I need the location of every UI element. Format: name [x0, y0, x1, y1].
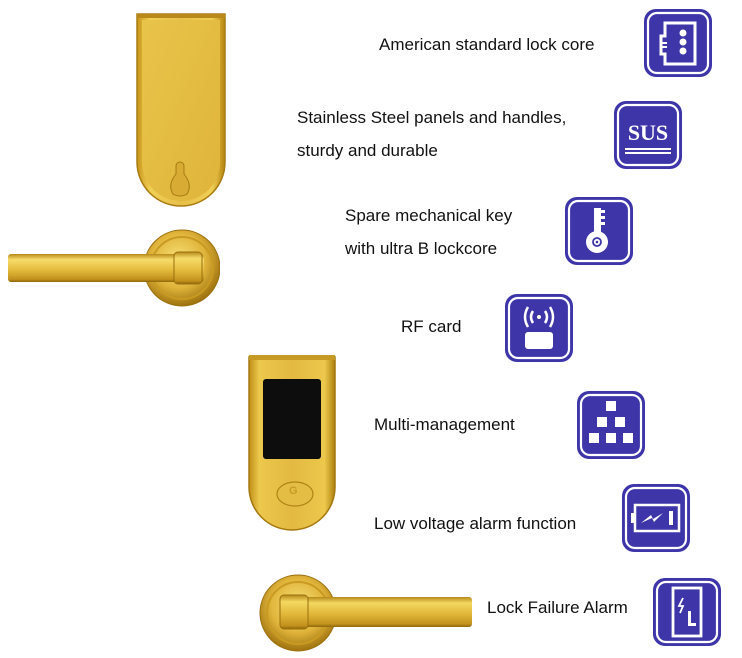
g-button — [276, 481, 314, 507]
lever-handle-top — [6, 228, 221, 310]
low-battery-icon — [621, 483, 691, 553]
svg-text:SUS: SUS — [628, 120, 668, 145]
lever-handle-bottom — [254, 573, 476, 653]
lock-front-panel: G — [247, 353, 337, 533]
feature-spare-key-text: Spare mechanical key with ultra B lockco… — [345, 206, 513, 258]
keyhole-icon — [170, 161, 190, 197]
feature-stainless-steel-text: Stainless Steel panels and handles, stur… — [297, 108, 567, 160]
feature-rf-card-text: RF card — [401, 317, 462, 336]
door-alarm-icon — [652, 577, 722, 647]
feature-low-voltage-text: Low voltage alarm function — [374, 514, 577, 533]
feature-lock-core-text: American standard lock core — [379, 35, 595, 54]
lock-back-panel — [135, 12, 227, 208]
key-icon — [564, 196, 634, 266]
feature-lock-failure-text: Lock Failure Alarm — [487, 598, 628, 617]
lock-core-icon — [643, 8, 713, 78]
g-button-glyph: G — [289, 485, 298, 497]
sus-steel-icon: SUS — [613, 100, 683, 170]
card-reader-screen — [263, 379, 321, 459]
rf-card-icon — [504, 293, 574, 363]
hierarchy-icon — [576, 390, 646, 460]
feature-multi-management-text: Multi-management — [374, 415, 515, 434]
